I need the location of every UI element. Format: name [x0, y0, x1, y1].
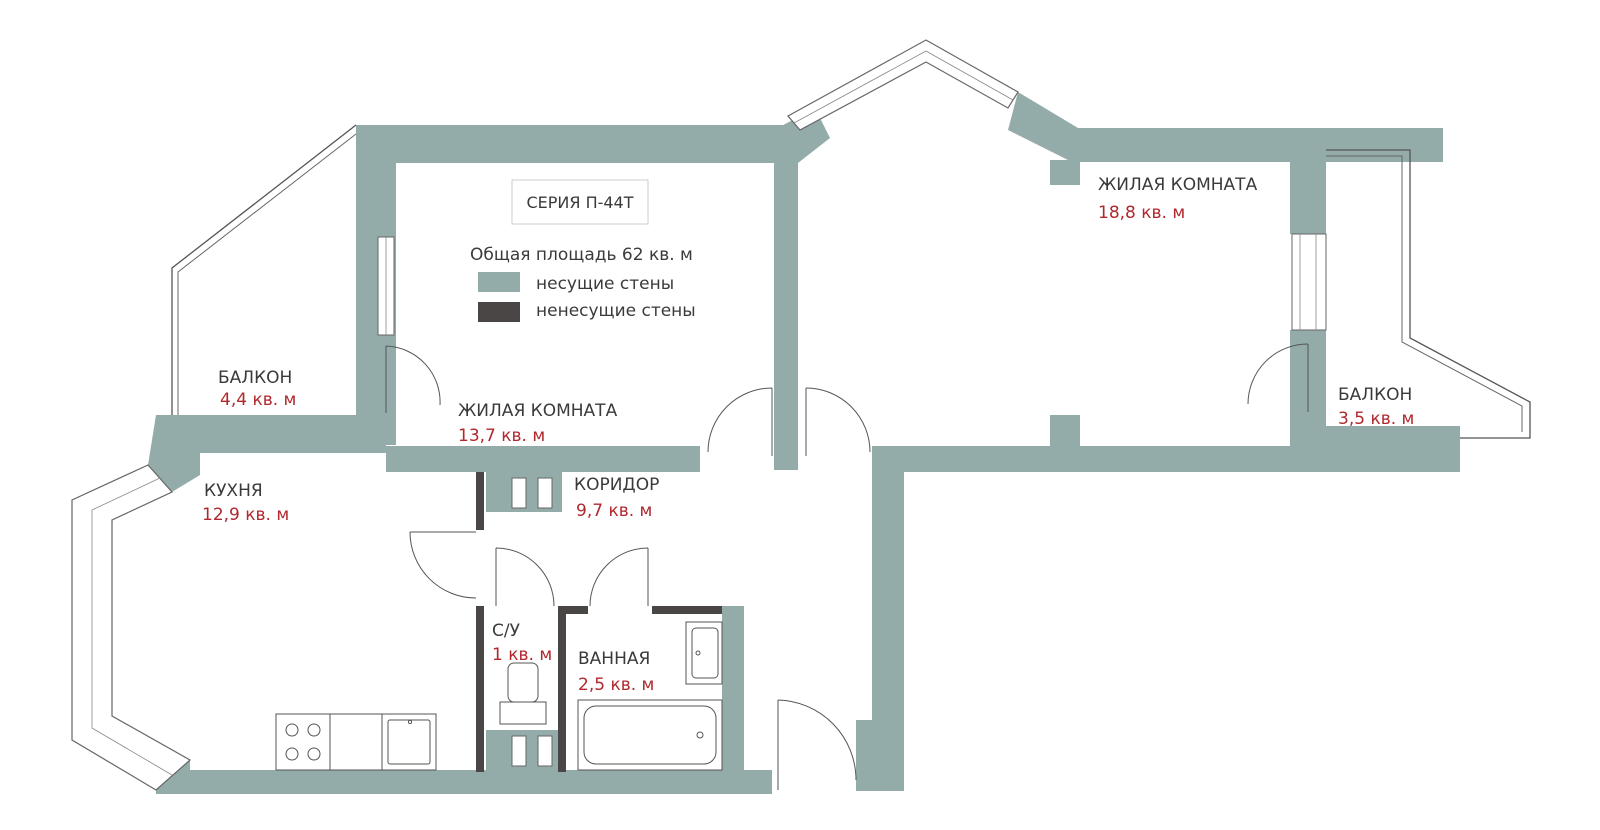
room-name: КУХНЯ — [204, 481, 263, 501]
room-kitchen: КУХНЯ 12,9 кв. м — [202, 481, 289, 525]
partition-walls — [476, 472, 722, 772]
room-living-1: ЖИЛАЯ КОМНАТА 13,7 кв. м — [458, 401, 618, 446]
room-area: 13,7 кв. м — [458, 426, 545, 446]
room-bathroom: ВАННАЯ 2,5 кв. м — [578, 649, 654, 695]
total-area-label: Общая площадь 62 кв. м — [470, 245, 693, 265]
room-name: С/У — [492, 621, 521, 641]
legend-swatch-partition — [478, 302, 520, 322]
balcony-left-outline — [171, 124, 357, 415]
series-label: СЕРИЯ П-44Т — [526, 193, 633, 212]
kitchen-stove-icon — [275, 713, 331, 771]
room-balcony-right: БАЛКОН 3,5 кв. м — [1338, 385, 1414, 429]
kitchen-sink-icon — [381, 713, 437, 771]
room-area: 1 кв. м — [492, 645, 552, 665]
room-name: ЖИЛАЯ КОМНАТА — [1098, 175, 1258, 195]
doors — [385, 343, 1309, 790]
bay-window — [787, 39, 1019, 131]
room-area: 12,9 кв. м — [202, 505, 289, 525]
kitchen-counter — [329, 713, 383, 771]
kitchen-window — [71, 464, 192, 791]
room-area: 2,5 кв. м — [578, 675, 654, 695]
room-balcony-left: БАЛКОН 4,4 кв. м — [218, 368, 296, 410]
legend-swatch-load-bearing — [478, 272, 520, 292]
ventilation-shafts — [511, 477, 553, 767]
balcony-right-outline — [1326, 149, 1531, 439]
legend-label-partition: ненесущие стены — [536, 301, 696, 321]
room-area: 9,7 кв. м — [576, 501, 652, 521]
room-living-2: ЖИЛАЯ КОМНАТА 18,8 кв. м — [1098, 175, 1258, 223]
left-room-window — [377, 236, 395, 336]
room-area: 3,5 кв. м — [1338, 409, 1414, 429]
room-area: 18,8 кв. м — [1098, 203, 1185, 223]
room-name: БАЛКОН — [218, 368, 292, 388]
toilet-icon — [499, 662, 547, 725]
right-room-window — [1291, 233, 1327, 331]
bathtub-icon — [577, 699, 723, 771]
room-name: БАЛКОН — [1338, 385, 1412, 405]
legend: Общая площадь 62 кв. м несущие стены нен… — [470, 245, 696, 322]
room-name: КОРИДОР — [574, 475, 659, 495]
legend-label-load-bearing: несущие стены — [536, 274, 674, 294]
room-name: ВАННАЯ — [578, 649, 650, 669]
room-area: 4,4 кв. м — [220, 390, 296, 410]
room-corridor: КОРИДОР 9,7 кв. м — [574, 475, 659, 521]
washbasin-icon — [685, 621, 723, 685]
room-wc: С/У 1 кв. м — [492, 621, 552, 665]
load-bearing-walls — [148, 92, 1460, 794]
series-box: СЕРИЯ П-44Т — [511, 179, 649, 225]
room-name: ЖИЛАЯ КОМНАТА — [458, 401, 618, 421]
